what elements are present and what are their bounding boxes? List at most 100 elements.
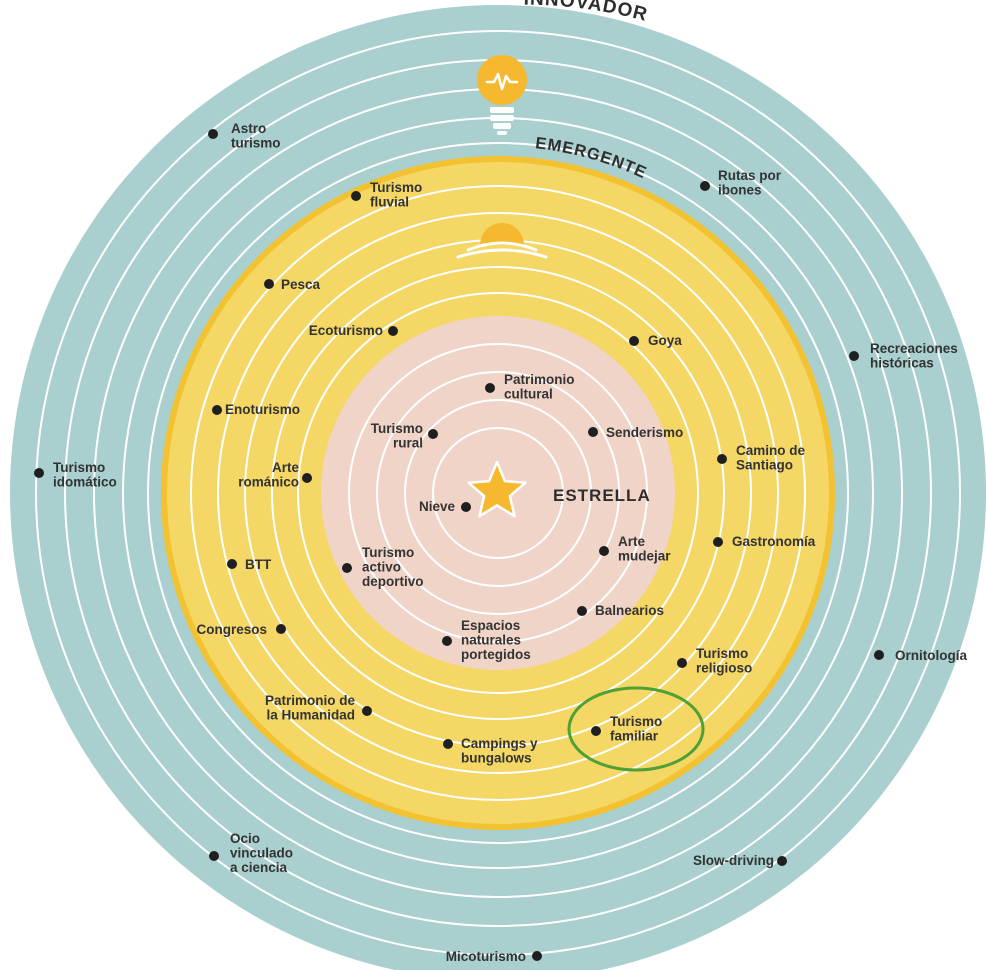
item-dot [485, 383, 495, 393]
item-senderismo: Senderismo [588, 425, 683, 440]
item-goya: Goya [629, 333, 682, 348]
item-dot [700, 181, 710, 191]
item-dot [264, 279, 274, 289]
item-label-line: Camino de [736, 443, 806, 458]
item-label-line: turismo [231, 136, 281, 151]
item-label-line: Ocio [230, 831, 260, 846]
item-label-line: cultural [504, 387, 553, 402]
item-label-line: Ornitología [895, 648, 967, 663]
item-enoturismo: Enoturismo [212, 402, 300, 417]
item-dot [849, 351, 859, 361]
item-label-line: Patrimonio [504, 372, 575, 387]
item-dot [461, 502, 471, 512]
item-label: Ornitología [895, 648, 967, 663]
item-dot [599, 546, 609, 556]
item-label-line: Rutas por [718, 168, 782, 183]
item-label: Ecoturismo [309, 323, 383, 338]
item-label-line: mudejar [618, 549, 671, 564]
item-label-line: BTT [245, 557, 272, 572]
item-label-line: portegidos [461, 647, 531, 662]
item-label-line: Patrimonio de [265, 693, 356, 708]
item-label: Enoturismo [225, 402, 300, 417]
item-label-line: Turismo [610, 714, 662, 729]
item-ornitologia: Ornitología [874, 648, 967, 663]
item-label: Congresos [196, 622, 267, 637]
item-label: Senderismo [606, 425, 683, 440]
item-label-line: históricas [870, 356, 934, 371]
item-dot [209, 851, 219, 861]
item-dot [362, 706, 372, 716]
item-label-line: vinculado [230, 846, 293, 861]
item-dot [302, 473, 312, 483]
item-label-line: Balnearios [595, 603, 664, 618]
item-dot [532, 951, 542, 961]
item-label-line: Ecoturismo [309, 323, 383, 338]
item-congresos: Congresos [196, 622, 286, 637]
item-label-line: Arte [272, 460, 299, 475]
item-balnearios: Balnearios [577, 603, 664, 618]
item-label-line: ibones [718, 183, 762, 198]
item-label-line: Slow-driving [693, 853, 774, 868]
item-label-line: Enoturismo [225, 402, 300, 417]
item-label-line: Turismo [696, 646, 748, 661]
item-label: Goya [648, 333, 682, 348]
item-nieve: Nieve [419, 499, 471, 514]
item-dot [428, 429, 438, 439]
item-label-line: Gastronomía [732, 534, 816, 549]
item-label: Slow-driving [693, 853, 774, 868]
item-label-line: naturales [461, 633, 521, 648]
item-label-line: bungalows [461, 751, 532, 766]
item-label: Gastronomía [732, 534, 816, 549]
star-icon [467, 460, 527, 518]
item-label-line: Nieve [419, 499, 456, 514]
item-slow: Slow-driving [693, 853, 787, 868]
item-label-line: Astro [231, 121, 266, 136]
item-label-line: Arte [618, 534, 645, 549]
item-dot [874, 650, 884, 660]
item-gastronomia: Gastronomía [713, 534, 816, 549]
item-dot [342, 563, 352, 573]
item-dot [629, 336, 639, 346]
item-label-line: familiar [610, 729, 659, 744]
item-dot [212, 405, 222, 415]
item-dot [388, 326, 398, 336]
item-label-line: a ciencia [230, 860, 288, 875]
item-label-line: Congresos [196, 622, 267, 637]
item-label-line: Recreaciones [870, 341, 958, 356]
item-label-line: Micoturismo [446, 949, 526, 964]
item-label-line: Santiago [736, 458, 793, 473]
item-label-line: Turismo [362, 545, 414, 560]
item-dot [713, 537, 723, 547]
item-dot [677, 658, 687, 668]
estrella-title: ESTRELLA [553, 486, 651, 505]
item-label-line: deportivo [362, 574, 424, 589]
item-label-line: la Humanidad [266, 708, 355, 723]
item-label-line: Pesca [281, 277, 321, 292]
item-label: Nieve [419, 499, 456, 514]
item-pesca: Pesca [264, 277, 321, 292]
item-ecoturismo: Ecoturismo [309, 323, 398, 338]
item-label-line: Turismo [53, 460, 105, 475]
